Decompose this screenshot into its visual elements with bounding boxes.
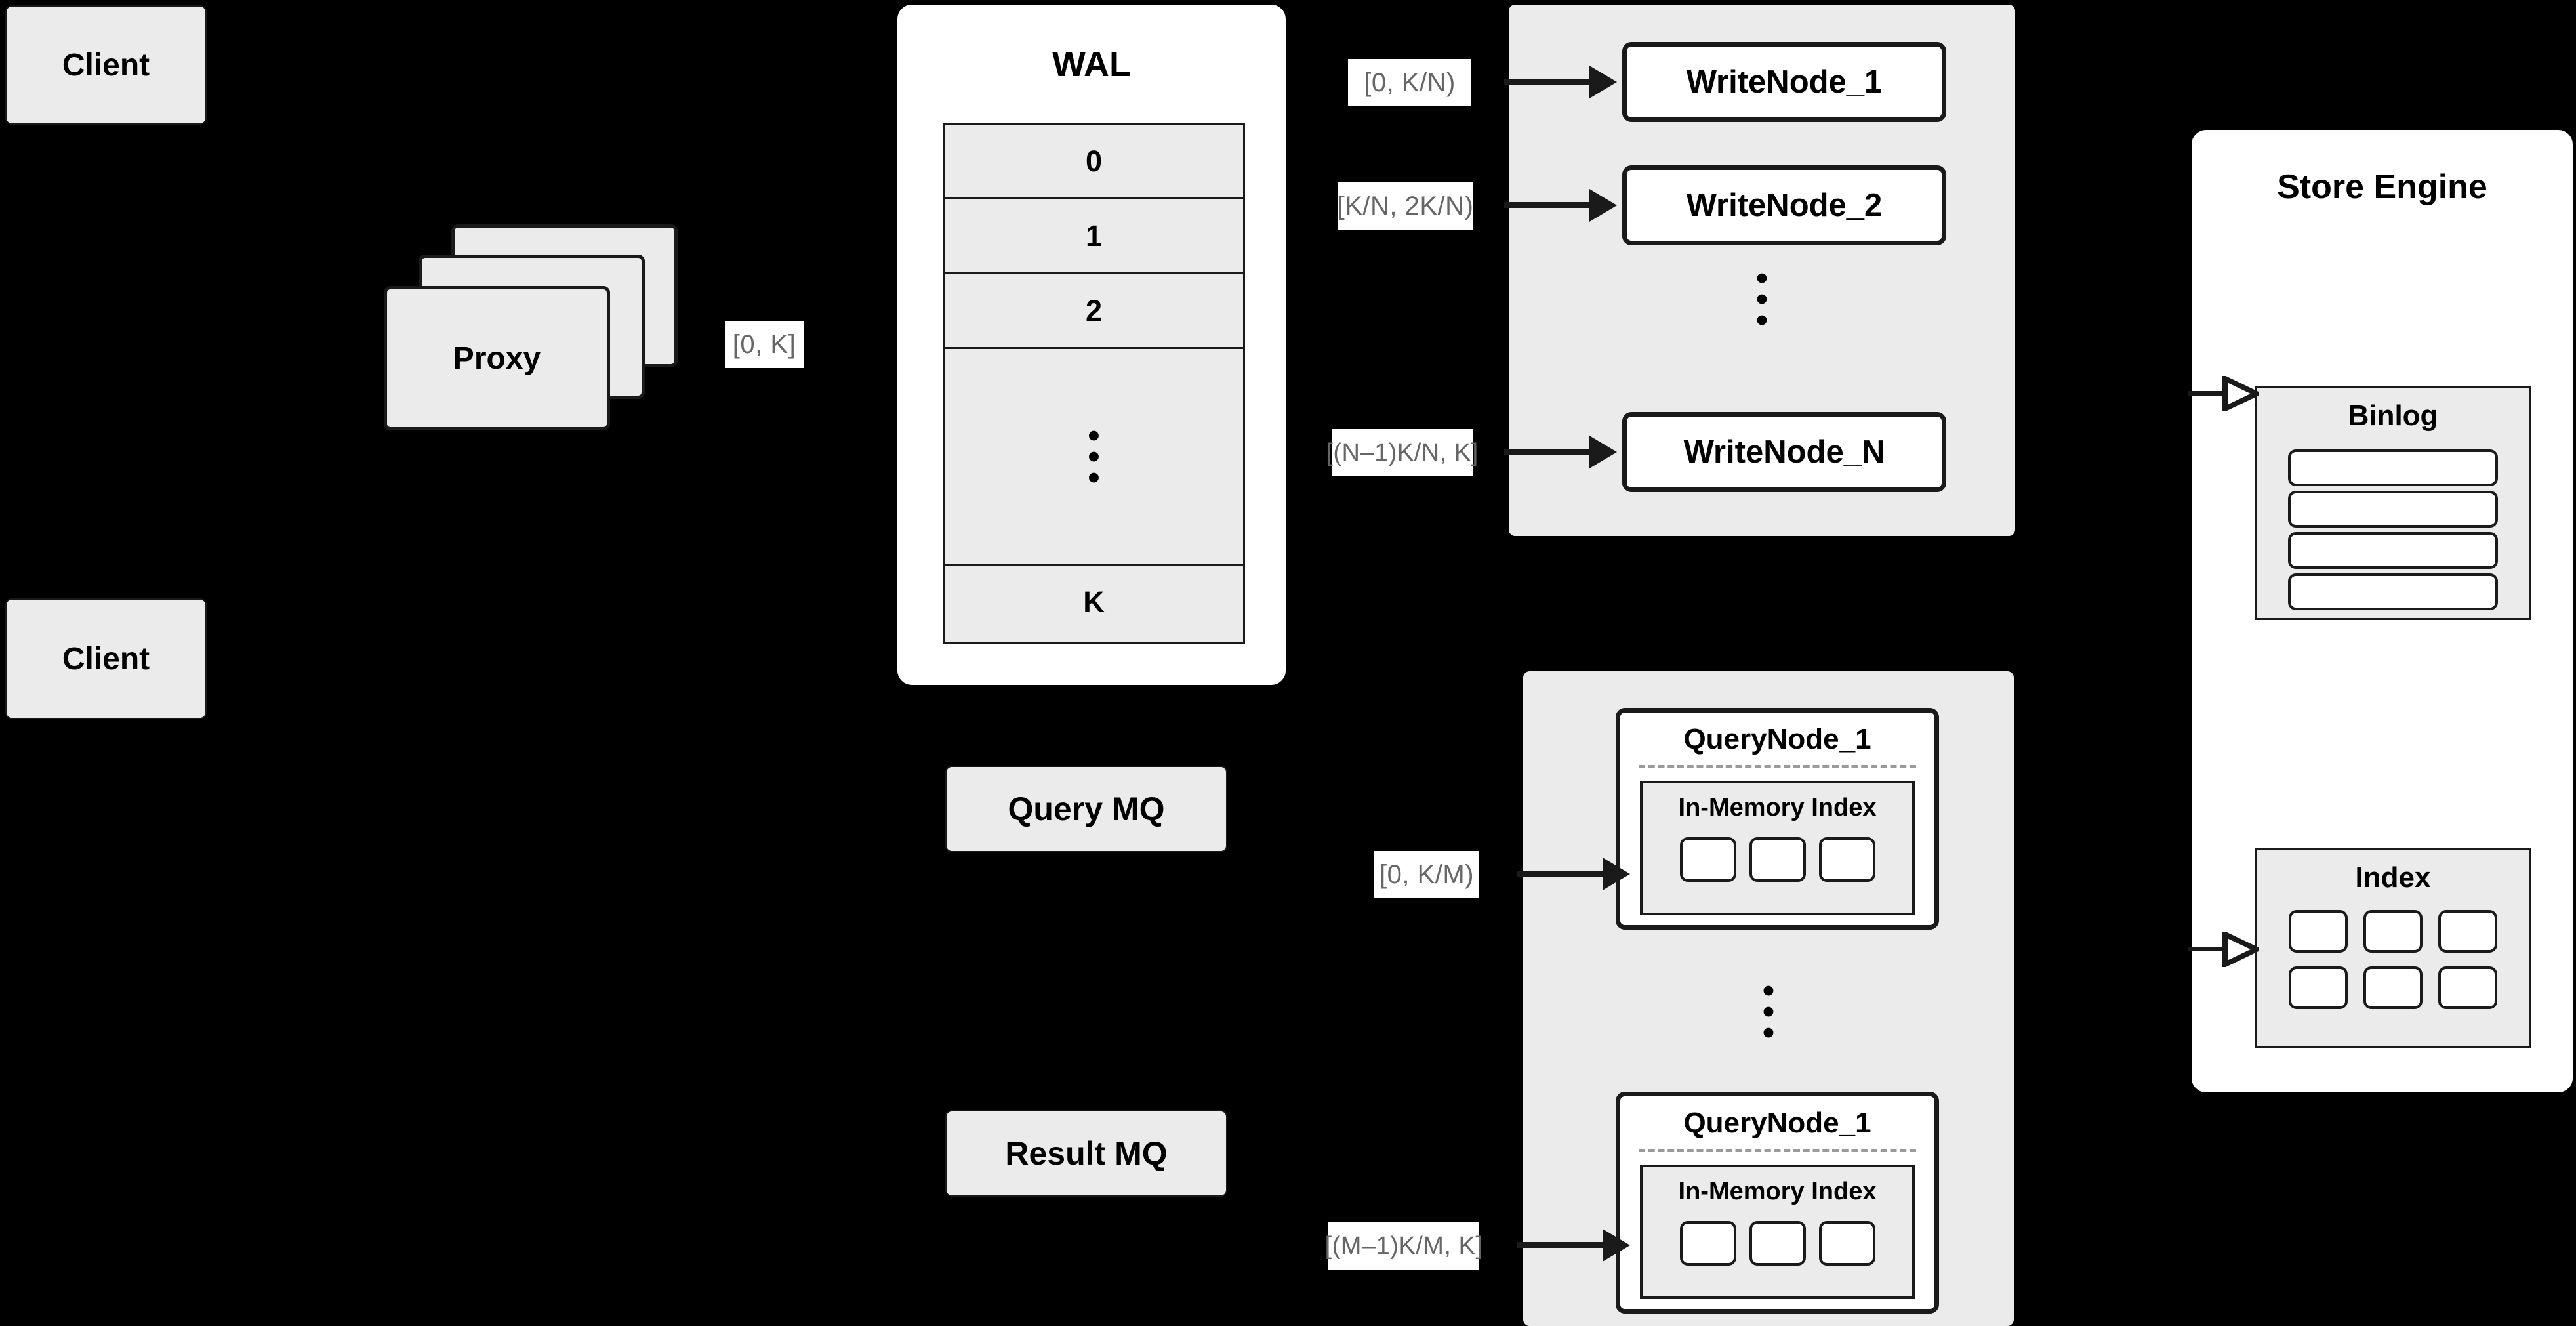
arrow-line-querynode-1 [1517,871,1603,877]
arrow-head-open-index [2222,932,2259,967]
write-node-vertical-dots: ••• [1755,259,1768,340]
vertical-dots: ••• [1088,417,1100,497]
binlog-rows [2288,449,2498,610]
store-index-row [2289,910,2497,953]
arrow-line-writenode-n [1504,449,1589,455]
wal-row: 1 [945,199,1243,274]
store-index-row [2289,966,2497,1009]
result-mq-label: Result MQ [1005,1135,1168,1172]
client-label: Client [62,641,150,676]
index-slot [1679,837,1736,882]
index-slot [1818,1221,1875,1266]
client-box-bottom[interactable]: Client [5,598,207,719]
edge-label-proxy-to-wal: [0, K] [725,321,804,368]
index-slot [1749,1221,1806,1266]
store-engine-panel: Store Engine Binlog Index [2192,130,2573,1092]
in-memory-index-box: In-Memory Index [1640,781,1915,915]
arrow-head-querynode-m [1603,1229,1630,1262]
arrow-line-binlog [2188,391,2228,396]
store-index-cell [2363,966,2423,1009]
arrow-line-index [2188,947,2228,951]
store-index-cell [2289,966,2348,1009]
arrow-head-open-binlog [2222,376,2259,411]
wal-table: 0 1 2 ••• K [943,123,1245,644]
write-node-1[interactable]: WriteNode_1 [1622,42,1946,122]
arrow-line-writenode-1 [1504,79,1589,85]
store-index-cell [2363,910,2423,953]
wal-title: WAL [1052,45,1131,84]
edge-label-writenode-n: [(N–1)K/N, K] [1326,429,1478,476]
wal-panel: WAL 0 1 2 ••• K [897,5,1286,685]
arrow-head-writenode-1 [1589,66,1617,98]
index-slot [1749,837,1806,882]
proxy-label: Proxy [453,341,541,376]
query-node-m[interactable]: QueryNode_1 In-Memory Index [1616,1092,1939,1314]
write-node-label: WriteNode_N [1683,434,1885,470]
binlog-row [2288,449,2498,486]
write-node-label: WriteNode_1 [1686,64,1883,100]
query-node-vertical-dots: ••• [1762,972,1775,1052]
binlog-row [2288,573,2498,610]
write-node-n[interactable]: WriteNode_N [1622,412,1946,492]
index-slot [1679,1221,1736,1266]
in-memory-index-title: In-Memory Index [1678,1178,1877,1205]
store-index-cell [2438,966,2497,1009]
arrow-line-querynode-m [1517,1242,1603,1248]
client-label: Client [62,47,150,83]
edge-label-querynode-1: [0, K/M) [1374,851,1479,898]
store-index-cell [2289,910,2348,953]
arrow-head-querynode-1 [1603,858,1630,890]
arrow-head-writenode-2 [1589,189,1617,222]
query-node-panel: QueryNode_1 In-Memory Index ••• QueryNod… [1523,671,2014,1326]
wal-row-ellipsis: ••• [945,349,1243,566]
result-mq-box[interactable]: Result MQ [945,1110,1227,1197]
in-memory-index-title: In-Memory Index [1678,794,1877,821]
edge-label-writenode-1: [0, K/N) [1348,59,1471,106]
store-index-title: Index [2355,861,2431,894]
in-memory-index-slots [1643,837,1912,882]
binlog-box: Binlog [2255,386,2531,620]
binlog-title: Binlog [2348,400,2438,432]
wal-row: K [945,566,1243,638]
in-memory-index-box: In-Memory Index [1640,1165,1915,1299]
query-node-divider [1639,765,1916,768]
arrow-head-writenode-n [1589,436,1617,468]
proxy-card-front[interactable]: Proxy [384,286,610,430]
store-engine-title: Store Engine [2277,168,2487,206]
write-node-label: WriteNode_2 [1686,188,1883,223]
query-node-1[interactable]: QueryNode_1 In-Memory Index [1616,708,1939,930]
binlog-row [2288,491,2498,528]
proxy-stack[interactable]: Proxy [380,220,678,430]
query-mq-box[interactable]: Query MQ [945,766,1227,852]
query-mq-label: Query MQ [1008,791,1165,827]
store-index-cell [2438,910,2497,953]
query-node-title: QueryNode_1 [1683,1107,1871,1139]
wal-row: 2 [945,274,1243,349]
wal-row: 0 [945,125,1243,199]
edge-label-querynode-m: [(M–1)K/M, K] [1325,1222,1482,1270]
store-index-box: Index [2255,848,2531,1048]
edge-label-writenode-2: [K/N, 2K/N) [1338,182,1473,230]
index-slot [1818,837,1875,882]
write-node-2[interactable]: WriteNode_2 [1622,165,1946,245]
query-node-title: QueryNode_1 [1683,723,1871,755]
binlog-row [2288,532,2498,569]
in-memory-index-slots [1643,1221,1912,1266]
client-box-top[interactable]: Client [5,5,207,125]
query-node-divider [1639,1149,1916,1152]
store-index-grid [2257,910,2529,1009]
arrow-line-writenode-2 [1504,202,1589,208]
